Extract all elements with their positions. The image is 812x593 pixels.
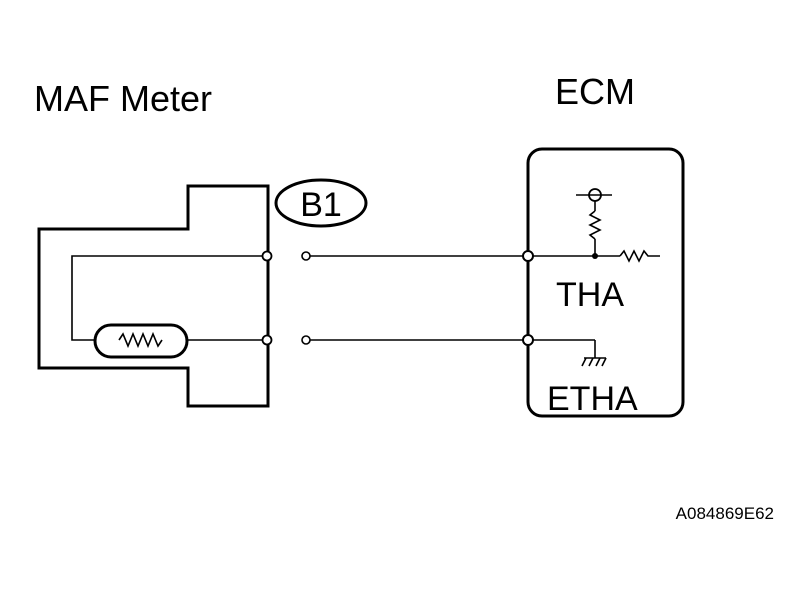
tha-label: THA	[556, 276, 624, 314]
pullup-resistor-icon	[588, 210, 602, 240]
ecm-box	[526, 147, 685, 418]
thermistor-body	[93, 323, 189, 359]
ecm-terminal-etha	[522, 334, 534, 346]
ground-hatch-3	[595, 357, 601, 367]
ground-hatch-4	[601, 357, 607, 367]
connector-label: B1	[300, 186, 342, 224]
maf-meter-title: MAF Meter	[34, 78, 212, 119]
maf-internal-wire-upper	[71, 255, 267, 341]
connector-pin-tha	[301, 251, 311, 261]
connector-badge	[274, 178, 368, 228]
maf-meter-housing	[37, 184, 270, 408]
etha-label: ETHA	[547, 380, 638, 418]
maf-terminal-tha	[261, 250, 273, 262]
maf-terminal-etha	[261, 334, 273, 346]
ecm-input-resistor-icon	[619, 249, 660, 263]
ecm-terminal-tha	[522, 250, 534, 262]
connector-pin-etha	[301, 335, 311, 345]
ecm-title: ECM	[555, 71, 635, 112]
ground-hatch-2	[588, 357, 594, 367]
thermistor-resistor-icon	[118, 331, 163, 349]
ground-hatch-1	[581, 357, 587, 367]
figure-code: A084869E62	[676, 504, 774, 523]
